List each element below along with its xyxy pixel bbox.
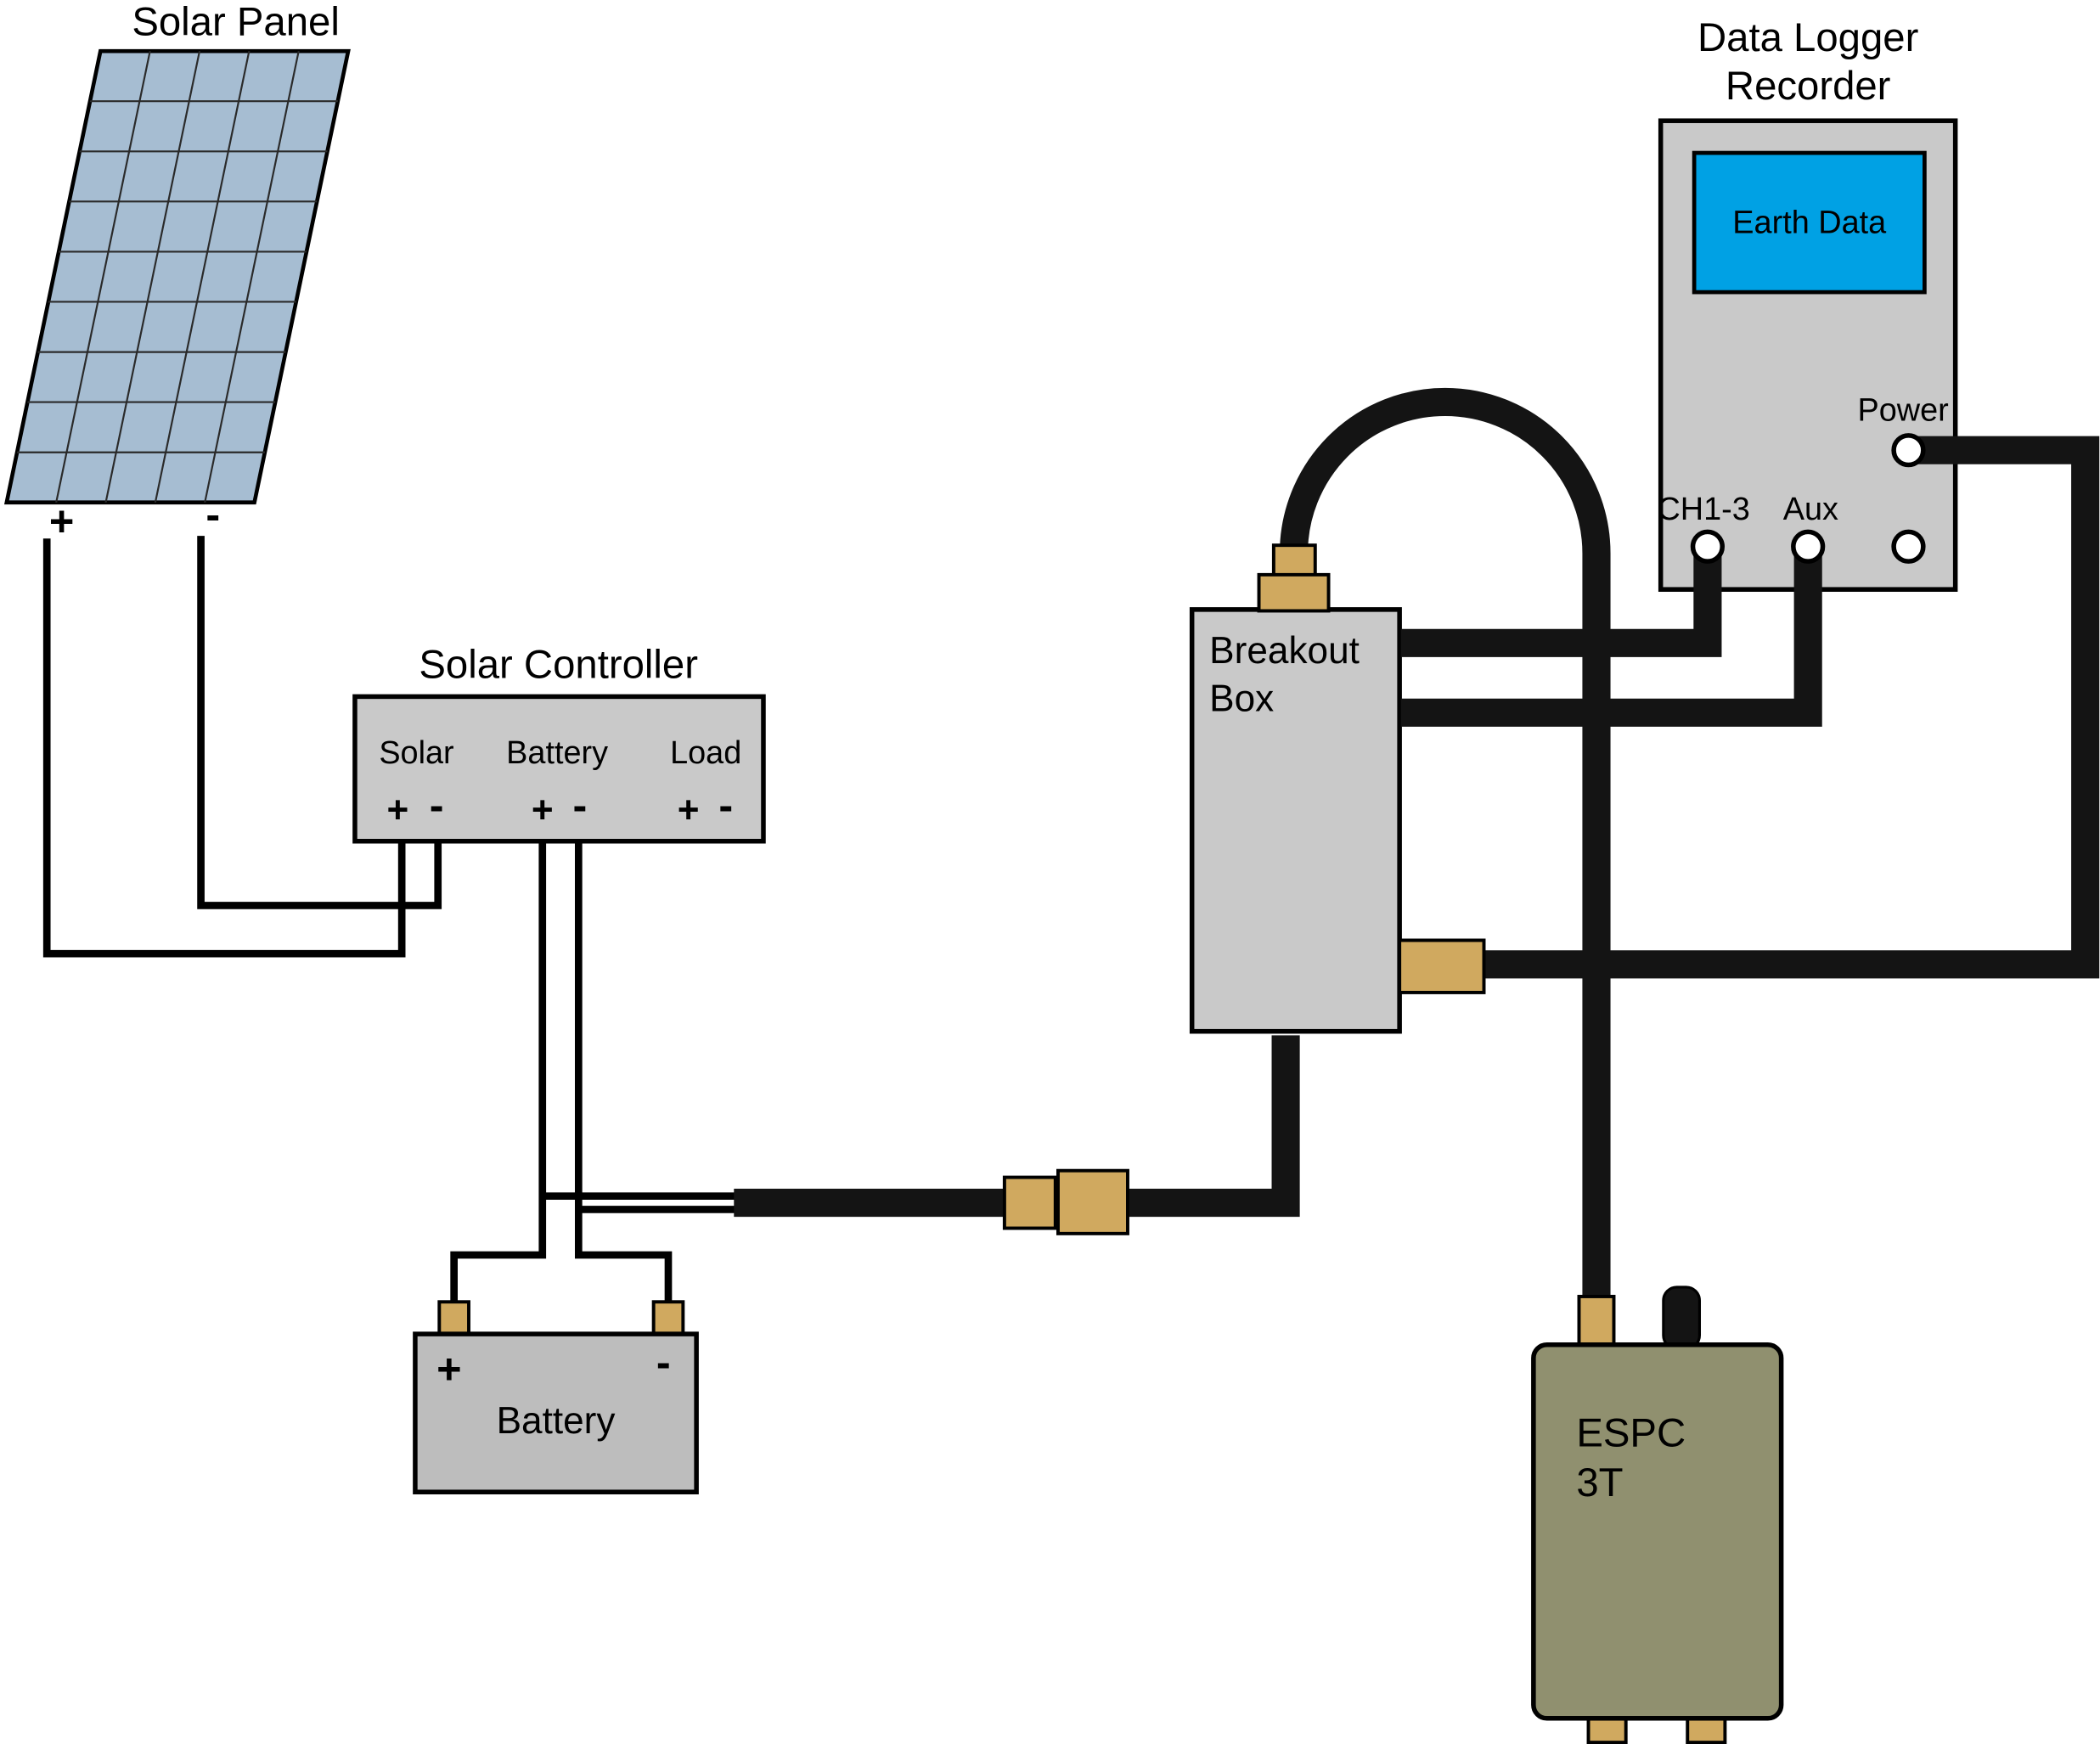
load-plus-label: + xyxy=(678,790,700,831)
solar-panel-shape xyxy=(3,48,351,505)
espc-label-line2: 3T xyxy=(1576,1460,1623,1505)
aux-port xyxy=(1791,529,1826,564)
solar-controller-box xyxy=(352,694,766,844)
aux-label: Aux xyxy=(1783,492,1838,527)
screen-label: Earth Data xyxy=(1732,205,1887,241)
solar-controller-group: Solar Controller Solar Battery Load + - … xyxy=(352,642,766,844)
solar-panel-negative-wire xyxy=(197,536,442,909)
terminal-label-solar: Solar xyxy=(379,735,453,771)
battery-label: Battery xyxy=(497,1400,616,1442)
ch1-3-port xyxy=(1690,529,1725,564)
battery-positive-post xyxy=(437,1300,470,1339)
breakout-top-connector-inner xyxy=(1271,543,1317,579)
solar-panel-plus-label: + xyxy=(49,497,74,545)
battery-plus-terminal-label: + xyxy=(532,790,554,831)
data-logger-group: Data Logger Recorder Earth Data Power CH… xyxy=(1657,15,1958,592)
power-port xyxy=(1891,433,1926,468)
terminal-label-battery: Battery xyxy=(506,735,608,771)
solar-minus-label: - xyxy=(430,780,444,829)
breakout-box-label-line2: Box xyxy=(1209,678,1274,720)
data-logger-screen xyxy=(1692,150,1927,295)
breakout-espc-cable xyxy=(1279,387,1611,1308)
solar-panel-body xyxy=(3,48,351,505)
battery-minus-terminal-label: - xyxy=(573,780,588,829)
cable-connector-1 xyxy=(1002,1175,1057,1230)
battery-group: + - Battery xyxy=(413,1300,699,1494)
espc-knob xyxy=(1662,1285,1702,1351)
espc-label-line1: ESPC xyxy=(1576,1411,1686,1456)
ch1-3-cable xyxy=(1400,546,1722,657)
power-cable xyxy=(1478,436,2100,979)
espc-top-connector xyxy=(1577,1294,1616,1353)
terminal-label-load: Load xyxy=(670,735,741,771)
battery-breakout-cable xyxy=(734,1035,1300,1218)
power-label: Power xyxy=(1858,392,1949,428)
data-logger-title-line2: Recorder xyxy=(1726,64,1891,109)
load-minus-label: - xyxy=(718,780,733,829)
battery-minus-label: - xyxy=(656,1338,671,1387)
data-logger-title-line1: Data Logger xyxy=(1697,15,1918,60)
solar-panel-title: Solar Panel xyxy=(132,0,340,44)
battery-negative-post xyxy=(651,1300,685,1339)
breakout-side-connector xyxy=(1398,938,1486,994)
spare-port xyxy=(1891,529,1926,564)
cable-connector-2 xyxy=(1056,1168,1129,1235)
breakout-box xyxy=(1189,607,1402,1034)
ch1-3-label: CH1-3 xyxy=(1657,492,1749,527)
battery-plus-label: + xyxy=(436,1344,461,1392)
solar-panel-group: Solar Panel + - xyxy=(3,0,351,545)
controller-battery-positive-wire xyxy=(450,841,547,1305)
controller-battery-negative-wire xyxy=(574,841,673,1305)
espc-body xyxy=(1531,1342,1784,1721)
solar-plus-label: + xyxy=(387,790,409,831)
solar-panel-positive-wire xyxy=(42,538,406,958)
solar-controller-title: Solar Controller xyxy=(419,642,698,687)
espc-group: ESPC 3T xyxy=(1531,1285,1784,1744)
solar-panel-minus-label: - xyxy=(205,490,220,538)
aux-cable xyxy=(1400,546,1822,727)
solar-panel-grid xyxy=(16,51,339,503)
breakout-top-connector-outer xyxy=(1257,572,1331,613)
battery-box xyxy=(413,1331,699,1494)
breakout-box-label-line1: Breakout xyxy=(1209,630,1360,672)
